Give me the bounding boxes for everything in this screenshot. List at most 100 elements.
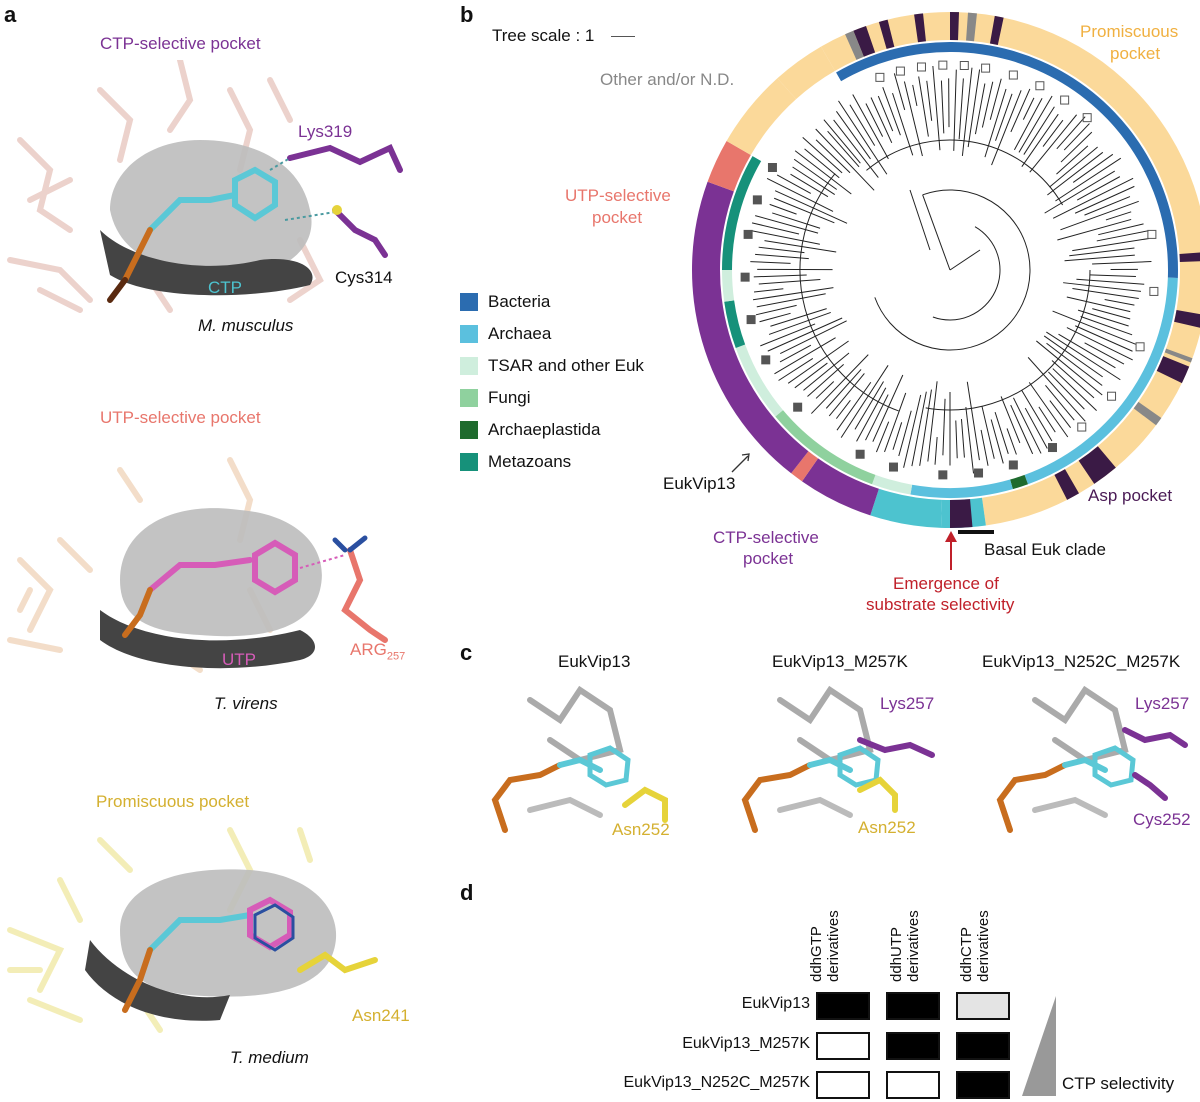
tree-branch [909,189,931,251]
inner-ring-segment [722,270,735,302]
row-label-n252c-m257k: EukVip13_N252C_M257K [623,1074,811,1091]
tree-branch [780,320,847,354]
tree-branch [1052,368,1097,411]
tree-branch [1105,211,1132,221]
tree-branch [1006,428,1017,455]
tree-marker [1077,422,1087,432]
grid-cell [816,992,870,1020]
tree-branch [766,177,834,212]
tree-branch [849,104,876,146]
tree-branch [865,103,884,137]
legend-fungi: Fungi [460,388,531,408]
tree-branch [794,150,852,195]
grid-cell [886,1032,940,1060]
panel-letter-d: d [460,880,474,905]
tree-marker [938,470,948,480]
tree-marker [1048,443,1057,453]
label-eukvip13: EukVip13 [663,474,736,493]
inner-ring-segment [1024,277,1178,485]
tree-branch [1052,177,1134,219]
tree-branch [807,364,844,397]
grid-cell [956,1071,1010,1099]
tree-branch [1049,146,1098,188]
tree-branch [994,412,1009,454]
tree-branch [1057,218,1132,241]
tree-branch [1098,223,1144,236]
inner-ring-segment [910,479,1013,498]
tree-branch [750,261,791,264]
medium-pocket-title: Promiscuous pocket [96,792,250,811]
c-m1-residue-lys: Lys257 [880,694,935,713]
tree-branch [1046,342,1103,386]
tree-marker [767,163,777,172]
legend-swatch [460,293,478,311]
tree-marker [1107,391,1117,401]
c-structure-m2 [996,685,1188,833]
tree-marker [959,60,969,70]
tree-branch [1080,316,1133,336]
tree-branch [1104,299,1135,306]
tree-branch [981,406,995,459]
emergence-arrow [945,531,957,570]
tree-arc [874,189,1031,351]
tree-branch [911,391,927,467]
virens-species: T. virens [214,694,278,713]
tree-branch [1084,342,1125,365]
grid-cell [886,992,940,1020]
tree-branch [825,369,862,409]
tree-branch [1048,371,1085,410]
mouse-residue-cys: Cys314 [335,268,393,287]
tree-branch [1077,309,1129,327]
tree-branch [815,128,875,191]
selectivity-wedge [1022,996,1056,1096]
tree-branch [803,352,850,391]
tree-branch [927,381,938,462]
c-structure-wt [491,685,668,833]
label-promiscuous-1: Promiscuous [1080,22,1179,41]
tree-branch [827,130,860,168]
tree-marker [938,60,948,70]
panel-letter-a: a [4,2,17,27]
virens-ligand-utp: UTP [222,650,256,669]
tree-branch [815,381,835,399]
tree-branch [898,410,912,457]
row-label-eukvip13: EukVip13 [741,995,810,1012]
tree-branch [882,87,901,136]
tree-branch [753,288,784,293]
outer-ring-mark [853,26,876,57]
tree-marker [981,63,991,73]
tree-branch [1028,382,1069,438]
label-asp-pocket: Asp pocket [1088,486,1173,505]
tree-branch [1072,237,1150,252]
tree-branch [875,421,890,453]
tree-marker [740,272,750,282]
tree-branch [828,373,865,417]
c-title-wt: EukVip13 [558,652,631,671]
legend-bacteria: Bacteria [460,292,550,312]
tree-marker [895,66,905,76]
tree-branch [1021,389,1053,442]
label-utp-2: pocket [592,208,643,227]
outer-ring-segment [707,141,751,192]
medium-residue-asn: Asn241 [352,1006,410,1025]
tree-branch [1047,151,1104,196]
eukvip13-arrow [731,453,750,473]
c-wt-residue: Asn252 [612,820,670,839]
tree-branch [1075,325,1133,352]
outer-ring-mark [878,19,895,49]
tree-arc [866,139,1064,206]
grid-cell [956,992,1010,1020]
tree-branch [1076,278,1145,285]
legend-swatch [460,325,478,343]
tree-branch [759,312,791,323]
label-ctp-1: CTP-selective [713,528,819,547]
tree-branch [776,174,812,194]
tree-branch [1063,282,1141,292]
tree-branch [1024,407,1048,449]
tree-marker [761,355,771,365]
tree-branch [772,212,821,229]
tree-marker [793,402,803,412]
inner-ring-segment [722,156,762,270]
label-other-nd: Other and/or N.D. [600,70,735,89]
tree-branch [865,394,889,441]
